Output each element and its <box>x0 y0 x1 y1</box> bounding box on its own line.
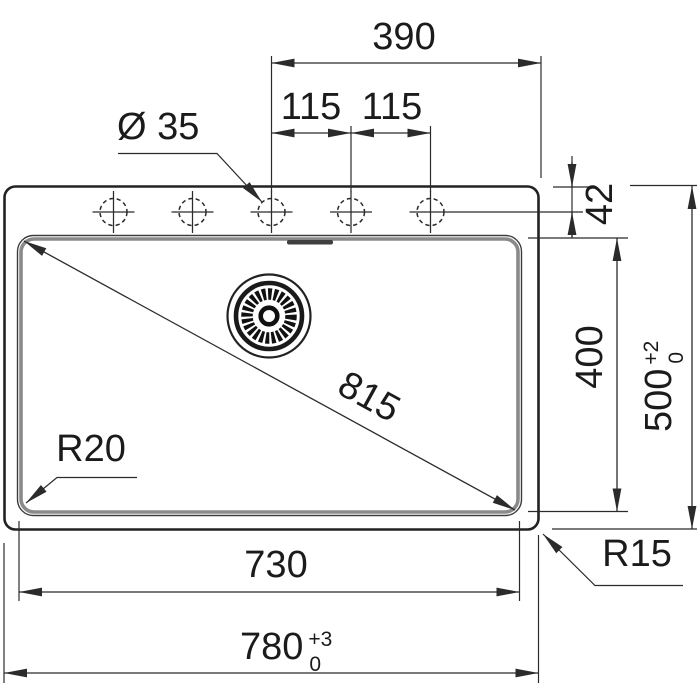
bowl-rim-outer-line <box>16 234 523 517</box>
dim-label-780-value: 780 <box>240 626 303 668</box>
dim-label-500-tol-minus: 0 <box>665 352 688 364</box>
bowl-rim-inner-line <box>19 237 520 514</box>
overflow-slot <box>287 240 333 245</box>
dim-label-780-tol-plus: +3 <box>308 628 332 651</box>
leader-hole-diameter <box>118 152 263 203</box>
dim-500: 500 +20 <box>552 184 697 530</box>
label-outer-radius: R15 <box>602 533 672 575</box>
dim-label-42: 42 <box>579 183 621 225</box>
callout-hole-diameter: Ø 35 <box>117 106 263 203</box>
dim-line-diagonal <box>23 240 516 511</box>
tap-hole-5 <box>409 191 583 233</box>
callout-outer-radius: R15 <box>542 533 683 587</box>
dim-label-730: 730 <box>244 544 307 586</box>
dim-label-390: 390 <box>372 16 435 58</box>
label-bowl-radius: R20 <box>56 428 126 470</box>
leader-bowl-radius <box>25 476 137 504</box>
label-hole-diameter: Ø 35 <box>117 106 199 148</box>
dim-label-500: 500 +20 <box>638 341 688 432</box>
dim-label-400: 400 <box>569 325 611 388</box>
dim-42: 42 <box>553 156 621 238</box>
drain-strainer <box>226 273 312 359</box>
dim-730: 730 <box>18 521 521 601</box>
dim-label-500-value: 500 <box>638 369 680 432</box>
dim-label-780-tol-minus: 0 <box>309 653 321 676</box>
callout-bowl-radius: R20 <box>25 428 137 504</box>
tap-holes <box>92 191 583 233</box>
strainer-hub <box>258 305 280 327</box>
dim-label-diagonal: 815 <box>331 363 407 430</box>
dim-390: 390 <box>270 16 542 192</box>
dim-label-115-left: 115 <box>281 86 342 128</box>
tap-hole-2 <box>171 191 214 233</box>
dim-400: 400 <box>528 237 628 513</box>
dim-label-500-tol-plus: +2 <box>640 341 663 365</box>
tap-hole-1 <box>92 191 135 233</box>
dim-label-115-right: 115 <box>362 86 423 128</box>
leader-outer-radius <box>542 533 683 587</box>
tap-hole-4 <box>330 191 372 233</box>
tap-hole-3 <box>250 191 293 233</box>
dim-115-pair: 115 115 <box>271 86 432 192</box>
